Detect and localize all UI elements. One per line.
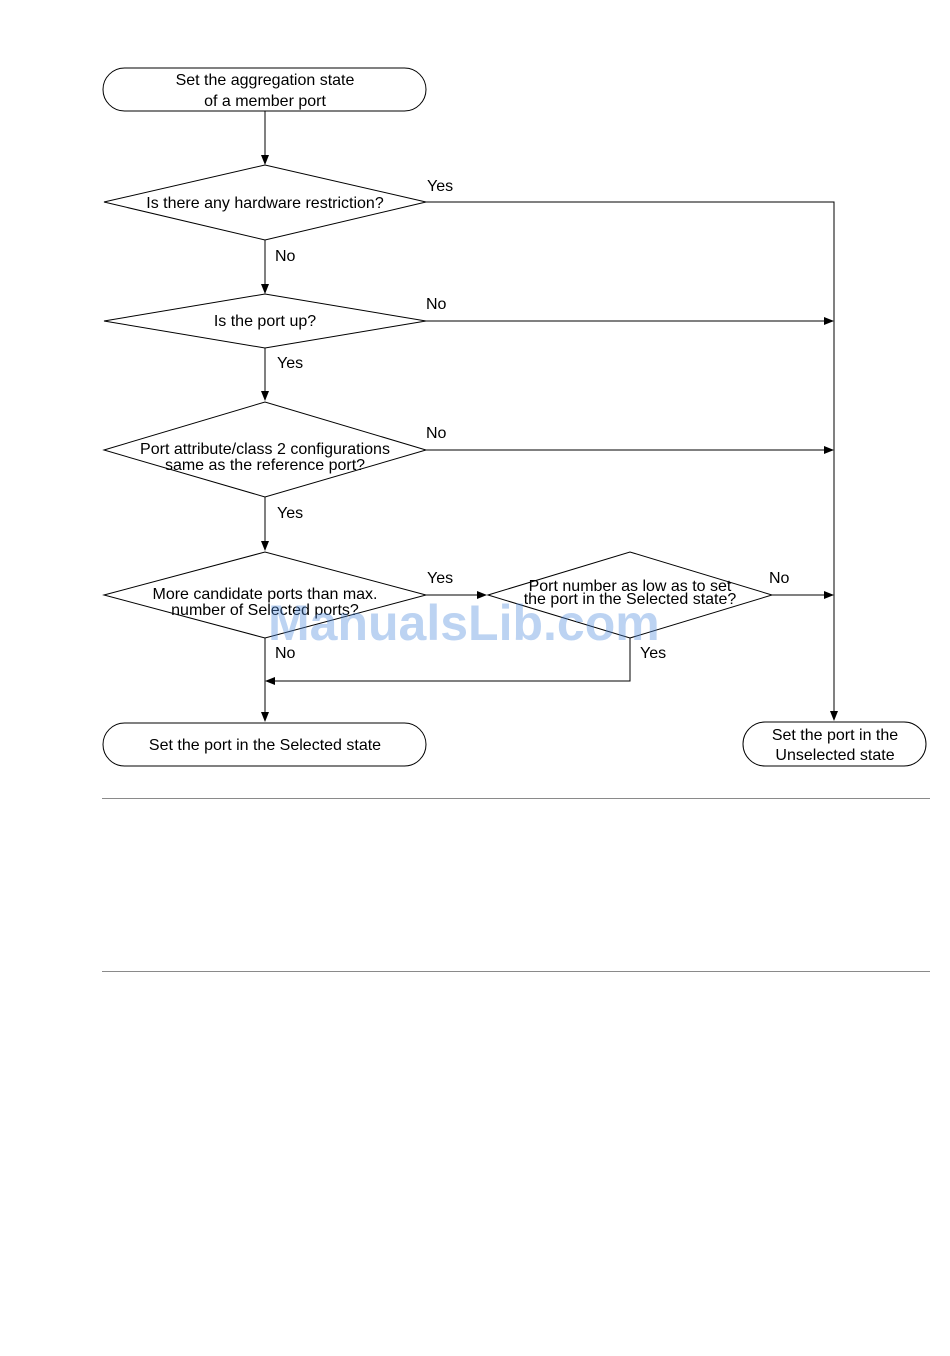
edge-hw-yes	[426, 201, 838, 721]
decision-more-candidates: More candidate ports than max. number of…	[102, 551, 428, 639]
end-selected-text: Set the port in the Selected state	[149, 737, 381, 754]
label-low-yes: Yes	[640, 645, 666, 662]
label-up-no: No	[426, 296, 447, 313]
start-line1: Set the aggregation state	[176, 72, 355, 89]
decision-hardware-restriction: Is there any hardware restriction?	[103, 164, 427, 241]
end-unselected-line1: Set the port in the	[772, 727, 898, 744]
decision-attr-line1: Port attribute/class 2 configurations	[140, 441, 390, 458]
edge-low-yes	[265, 638, 631, 685]
label-more-no: No	[275, 645, 296, 662]
decision-low-line2: the port in the Selected state?	[524, 591, 737, 608]
divider-bottom	[102, 971, 930, 972]
label-attr-no: No	[426, 425, 447, 442]
label-hw-yes: Yes	[427, 178, 453, 195]
end-unselected-line2: Unselected state	[775, 747, 894, 764]
decision-hw-text: Is there any hardware restriction?	[146, 195, 384, 212]
decision-more-line1: More candidate ports than max.	[152, 586, 377, 603]
label-up-yes: Yes	[277, 355, 303, 372]
start-line2: of a member port	[204, 93, 326, 110]
decision-attr-line2: same as the reference port?	[165, 457, 365, 474]
decision-up-text: Is the port up?	[214, 313, 316, 330]
watermark: ManualsLib.com	[268, 595, 660, 651]
start-terminal: Set the aggregation state of a member po…	[102, 67, 427, 112]
divider-top	[102, 798, 930, 799]
decision-port-up: Is the port up?	[103, 293, 427, 349]
flowchart: Set the aggregation state of a member po…	[102, 67, 927, 767]
label-more-yes: Yes	[427, 570, 453, 587]
decision-port-attribute: Port attribute/class 2 configurations sa…	[102, 401, 428, 498]
label-hw-no: No	[275, 248, 296, 265]
end-selected-terminal: Set the port in the Selected state	[102, 722, 427, 767]
decision-more-line2: number of Selected ports?	[171, 602, 359, 619]
decision-low-line1: Port number as low as to set	[529, 578, 732, 595]
label-low-no: No	[769, 570, 790, 587]
label-attr-yes: Yes	[277, 505, 303, 522]
decision-port-number-low: Port number as low as to set the port in…	[486, 551, 774, 639]
end-unselected-terminal: Set the port in the Unselected state	[742, 721, 927, 767]
